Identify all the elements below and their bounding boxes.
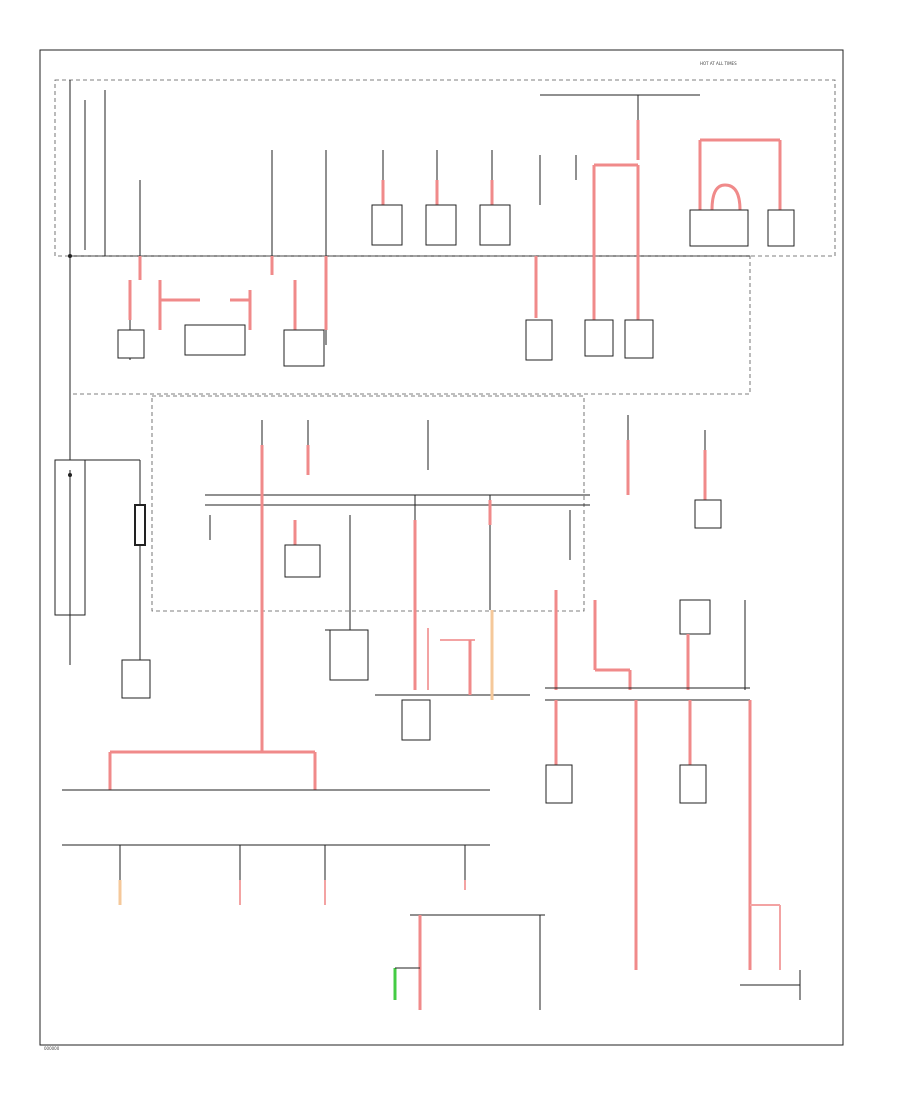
ignition-switch-section bbox=[62, 750, 490, 905]
top-fuse-column-1 bbox=[84, 90, 142, 280]
diagram-frame bbox=[39, 49, 844, 1046]
fuse-relay-panel-outline bbox=[69, 255, 751, 395]
bottom-relay-section bbox=[380, 914, 545, 1046]
diagram-header: HOT AT ALL TIMES bbox=[700, 61, 737, 66]
junction-block-outline bbox=[151, 395, 585, 612]
middle-relay-blocks bbox=[325, 610, 530, 741]
diagram-id-label: 000000 bbox=[44, 1046, 60, 1051]
middle-fuse-columns bbox=[209, 420, 571, 752]
battery-generator-section bbox=[54, 256, 151, 699]
relay-row-2 bbox=[117, 256, 614, 367]
right-top-relay-cluster bbox=[540, 94, 795, 359]
top-relay-group bbox=[371, 150, 541, 246]
right-middle-section bbox=[545, 415, 801, 1000]
